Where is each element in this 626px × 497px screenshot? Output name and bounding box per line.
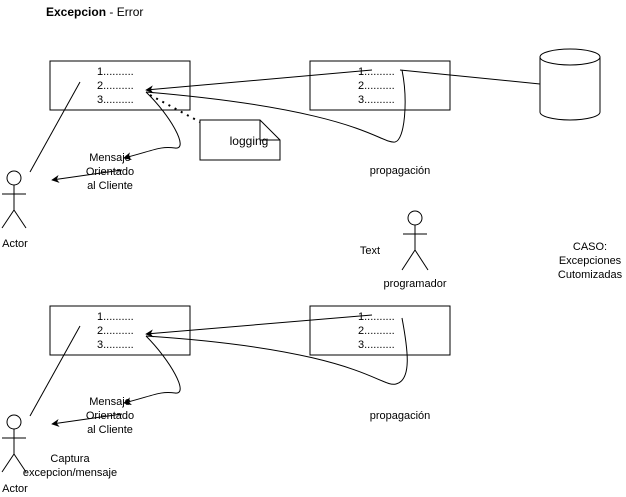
client-message-label: Mensaje Orientado al Cliente <box>86 152 134 192</box>
box-line-3: 3.......... <box>97 94 134 106</box>
case-label: CASO: Excepciones Cutomizadas <box>558 241 623 281</box>
bottom-client-box[interactable]: 1.......... 2.......... 3.......... <box>49 305 191 356</box>
programmer-label: programador <box>384 278 447 290</box>
svg-text:Mensaje: Mensaje <box>89 152 131 164</box>
box-line-2: 2.......... <box>97 80 134 92</box>
svg-text:al Cliente: al Cliente <box>87 424 133 436</box>
actor-icon <box>1 170 27 229</box>
box-line-1: 1.......... <box>97 66 134 78</box>
svg-text:al Cliente: al Cliente <box>87 180 133 192</box>
propagation-curve <box>145 69 406 143</box>
box-line-2: 2.......... <box>358 80 395 92</box>
propagation-arrow <box>145 69 373 94</box>
propagation-label: propagación <box>370 165 431 177</box>
actor-label: Actor <box>2 483 28 495</box>
svg-text:Captura: Captura <box>50 453 90 465</box>
box-line-3: 3.......... <box>358 94 395 106</box>
programmer-icon <box>401 210 429 271</box>
svg-text:excepcion/mensaje: excepcion/mensaje <box>23 467 117 479</box>
svg-text:Excepciones: Excepciones <box>559 255 622 267</box>
message-to-actor-arrow <box>51 169 123 183</box>
top-server-box[interactable]: 1.......... 2.......... 3.......... <box>309 60 451 111</box>
box-line-2: 2.......... <box>97 325 134 337</box>
capture-label: Captura excepcion/mensaje <box>23 453 117 479</box>
top-client-box[interactable]: 1.......... 2.......... 3.......... <box>49 60 191 111</box>
message-curve-arrow <box>123 91 181 161</box>
database-icon[interactable] <box>539 48 601 121</box>
diagram-title: Excepcion - Error <box>46 5 143 19</box>
box-line-3: 3.......... <box>97 339 134 351</box>
svg-text:Mensaje: Mensaje <box>89 396 131 408</box>
actor-icon <box>1 414 27 473</box>
logging-label: logging <box>230 134 269 148</box>
message-curve-arrow <box>123 335 181 406</box>
box-line-1: 1.......... <box>97 311 134 323</box>
database-link-line <box>399 69 541 85</box>
box-line-1: 1.......... <box>358 311 395 323</box>
propagation-curve <box>145 317 408 385</box>
svg-text:CASO:: CASO: <box>573 241 607 253</box>
svg-text:Cutomizadas: Cutomizadas <box>558 269 623 281</box>
logging-dotted-line <box>149 94 201 123</box>
client-message-label: Mensaje Orientado al Cliente <box>86 396 134 436</box>
svg-text:Orientado: Orientado <box>86 410 134 422</box>
text-label: Text <box>360 245 380 257</box>
actor-link-line <box>29 81 81 173</box>
box-line-2: 2.......... <box>358 325 395 337</box>
propagation-arrow <box>145 314 373 338</box>
propagation-label: propagación <box>370 410 431 422</box>
bottom-server-box[interactable]: 1.......... 2.......... 3.......... <box>309 305 451 356</box>
box-line-3: 3.......... <box>358 339 395 351</box>
message-to-actor-arrow <box>51 413 123 427</box>
box-line-1: 1.......... <box>358 66 395 78</box>
svg-text:Orientado: Orientado <box>86 166 134 178</box>
logging-document-icon[interactable]: logging <box>199 119 281 161</box>
actor-link-line <box>29 325 81 417</box>
actor-label: Actor <box>2 238 28 250</box>
